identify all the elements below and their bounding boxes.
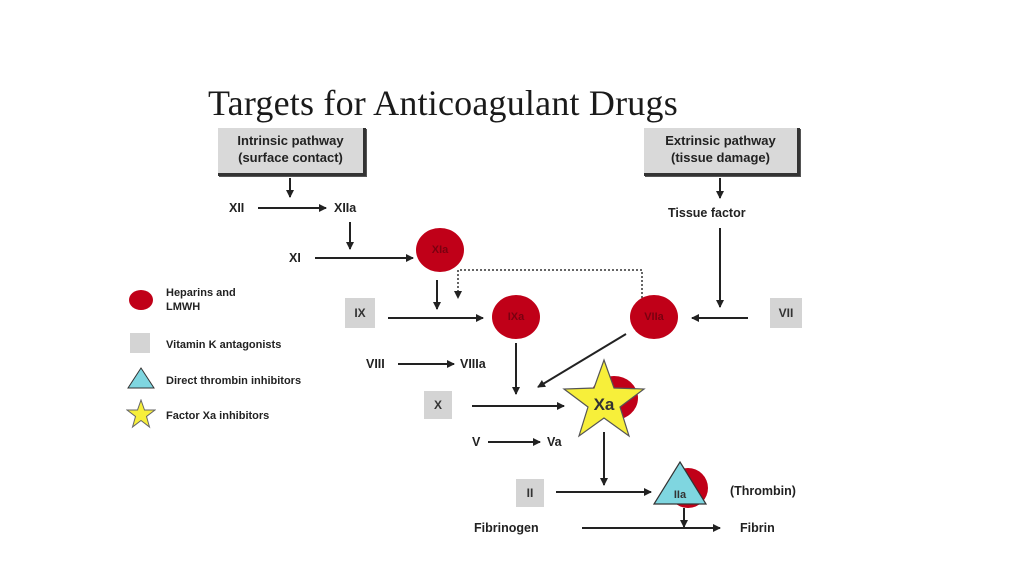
legend-vitk-icon [130, 333, 150, 353]
legend-vitk: Vitamin K antagonists [166, 339, 282, 351]
factor-iia-label: IIa [674, 489, 687, 501]
legend-thrombin-inh: Direct thrombin inhibitors [166, 375, 302, 387]
factor-va: Va [547, 435, 562, 449]
arrow-viia-xa [537, 333, 627, 388]
tissue-factor: Tissue factor [668, 206, 746, 220]
extrinsic-line2: (tissue damage) [671, 150, 770, 165]
intrinsic-pathway-box: Intrinsic pathway (surface contact) [218, 128, 366, 176]
factor-viia-circle: VIIa [630, 295, 678, 339]
legend-xa-icon [126, 399, 156, 429]
diagram-title: Targets for Anticoagulant Drugs [208, 83, 678, 123]
legend-heparin-icon [129, 290, 153, 310]
factor-viiia: VIIIa [460, 357, 486, 371]
factor-vii-box: VII [770, 298, 802, 328]
legend-xa-inh: Factor Xa inhibitors [166, 410, 270, 422]
legend-thrombin-icon [127, 367, 155, 389]
factor-xa-star: Xa [562, 358, 646, 438]
factor-ixa-circle: IXa [492, 295, 540, 339]
extrinsic-line1: Extrinsic pathway [665, 133, 776, 148]
factor-xa-label: Xa [594, 395, 615, 414]
factor-xia-circle: XIa [416, 228, 464, 272]
intrinsic-line1: Intrinsic pathway [237, 133, 344, 148]
legend-heparins: Heparins and LMWH [166, 287, 236, 313]
thrombin-label: (Thrombin) [730, 484, 796, 498]
factor-viii: VIII [366, 357, 385, 371]
factor-xi: XI [289, 251, 301, 265]
intrinsic-line2: (surface contact) [238, 150, 343, 165]
fibrin-label: Fibrin [740, 521, 775, 535]
factor-xiia: XIIa [334, 201, 357, 215]
factor-ii-box: II [516, 479, 544, 507]
factor-ix-box: IX [345, 298, 375, 328]
dotted-feedback-arrow [454, 269, 643, 302]
extrinsic-pathway-box: Extrinsic pathway (tissue damage) [644, 128, 800, 176]
factor-x-box: X [424, 391, 452, 419]
factor-iia-triangle: IIa [652, 460, 708, 508]
factor-v: V [472, 435, 481, 449]
factor-xii: XII [229, 201, 245, 215]
fibrinogen-label: Fibrinogen [474, 521, 539, 535]
